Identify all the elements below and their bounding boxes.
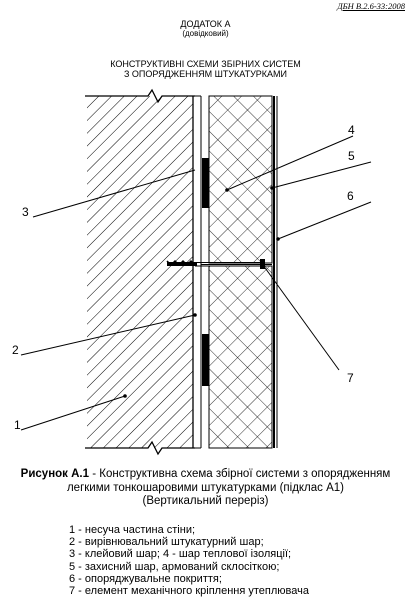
callout-3: 3 (22, 205, 29, 219)
annex-note: (довідковий) (182, 29, 229, 38)
leader-lines (20, 135, 372, 431)
legend-item: 5 - захисний шар, армований склосіткою; (69, 560, 280, 573)
annex-title: ДОДАТОК А (180, 19, 231, 29)
leader-dots (123, 186, 280, 398)
callout-numbers: 4 5 6 7 3 2 1 (12, 123, 355, 432)
scheme-title-line-1: КОНСТРУКТИВНІ СХЕМИ ЗБІРНИХ СИСТЕМ (110, 59, 301, 69)
legend-item: 1 - несуча частина стіни; (69, 524, 196, 536)
scheme-title-line-2: З ОПОРЯДЖЕННЯМ ШТУКАТУРКАМИ (123, 69, 288, 79)
figure-caption-line-2: легкими тонкошаровими штукатурками (підк… (66, 482, 345, 494)
legend-list: 1 - несуча частина стіни; 2 - вирівнювал… (69, 524, 309, 597)
callout-7: 7 (347, 371, 354, 385)
figure-caption-text: - Конструктивна схема збірної системи з … (89, 468, 391, 480)
document-code: ДБН В.2.6-33:2008 (337, 1, 405, 11)
thermal-insulation (201, 95, 273, 449)
callout-6: 6 (347, 189, 354, 203)
adhesive-strips (202, 158, 209, 386)
callout-4: 4 (348, 123, 355, 137)
protective-and-finish-layers (273, 96, 278, 448)
legend-item: 7 - елемент механічного кріплення утеплю… (69, 585, 309, 598)
callout-2: 2 (12, 343, 19, 357)
legend-item: 3 - клейовий шар; 4 - шар теплової ізоля… (69, 548, 292, 561)
wall-section-drawing: 4 5 6 7 3 2 1 (12, 88, 372, 456)
figure-caption-line-1: Рисунок А.1 - Конструктивна схема збірно… (0, 468, 411, 482)
figure-caption-line-3: (Вертикальний переріз) (142, 495, 269, 507)
figure-label: Рисунок А.1 (20, 468, 90, 480)
callout-1: 1 (14, 418, 21, 432)
legend-item: 2 - вирівнювальний штукатурний шар; (69, 536, 264, 549)
callout-5: 5 (348, 149, 355, 163)
legend-item: 6 - опоряджувальне покриття; (69, 572, 222, 585)
load-bearing-wall (85, 88, 195, 456)
levelling-plaster-layer (193, 95, 202, 449)
